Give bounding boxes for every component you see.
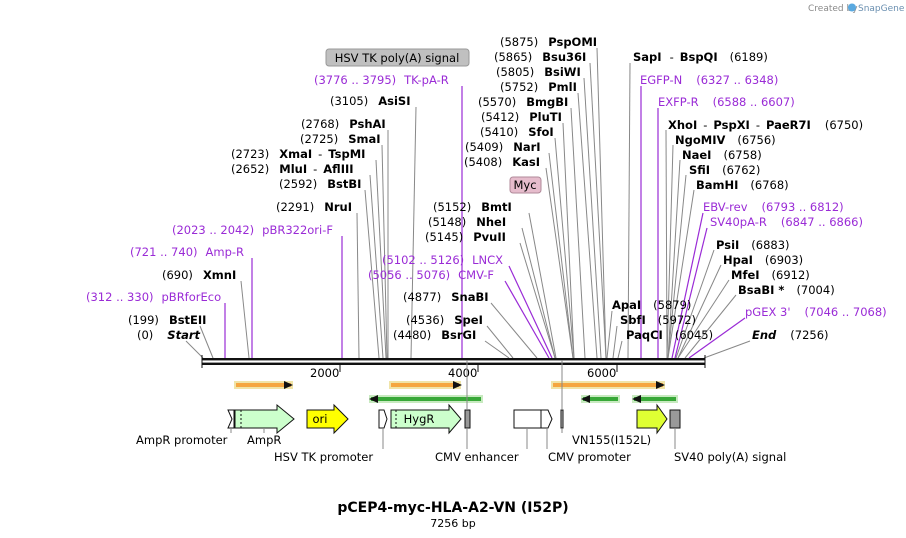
site-label: (3105)AsiSI [330,94,411,108]
site-label: SbfI(5972) [620,313,696,327]
orf-arrowhead [284,381,293,389]
site-label: PaqCI(6045) [626,328,713,342]
orf-bar [234,381,293,389]
orf-arrowhead [656,381,665,389]
primer-lines [224,86,746,359]
site-label: End(7256) [752,328,829,342]
site-label: (199)BstEII [128,313,206,327]
site-label: (5865)Bsu36I [494,50,586,64]
primer-label: EGFP-N(6327 .. 6348) [640,73,778,87]
myc-box [509,176,542,194]
sv40-polya-label: SV40 poly(A) signal [674,450,786,464]
site-label: (2723)XmaI-TspMI [231,147,365,161]
site-label: NgoMIV(6756) [675,133,776,147]
site-label: (5152)BmtI [433,200,512,214]
axis-tick-6000: 6000 [587,366,616,380]
site-label: (4536)SpeI [406,313,483,327]
features [227,403,681,435]
myc-tag-shape [560,409,564,429]
myc-boxed-label: Myc [513,178,536,192]
hsv-tk-promoter-shape [378,409,388,429]
credit-brand: SnapGene [858,4,905,14]
orf-arrowhead [369,395,378,403]
ampr-promoter-shape [227,409,235,429]
site-label: ApaI(5879) [612,298,691,312]
orf-bar [369,395,483,403]
site-label: (5875)PspOMI [500,35,597,49]
axis-tick-4000: 4000 [448,366,477,380]
leader-lines [185,47,751,359]
site-label: HpaI(6903) [723,253,803,267]
hygr-arrow [390,403,462,435]
site-label: (2291)NruI [276,200,352,214]
cmv-promoter-label: CMV promoter [548,450,631,464]
ori-arrow [306,403,349,435]
orf-bar [389,381,461,389]
credit-prefix: Created by [808,4,858,14]
ori-label: ori [313,412,328,426]
axis-tick-2000: 2000 [310,366,339,380]
hsv-polya-shape [464,409,471,429]
site-label: PsiI(6883) [716,238,790,252]
site-label: (5412)PluTI [481,110,562,124]
plasmid-size: 7256 bp [430,517,475,530]
primer-label: (5056 .. 5076)CMV-F [368,268,494,282]
primer-label: (5102 .. 5126)LNCX [382,253,503,267]
primer-label: EXFP-R(6588 .. 6607) [658,95,795,109]
orf-bars [234,381,678,403]
primer-label: pGEX 3'(7046 .. 7068) [745,305,887,319]
site-label: (4877)SnaBI [403,290,489,304]
site-label: (690)XmnI [162,268,236,282]
site-label: (2725)SmaI [300,132,381,146]
site-label: XhoI-PspXI-PaeR7I(6750) [668,118,863,132]
feature-leaders [230,360,676,449]
site-label: MfeI(6912) [731,268,810,282]
hygr-label: HygR [404,412,435,426]
cmv-enhancer-shape [513,409,542,429]
site-label: BamHI(6768) [696,178,789,192]
site-label: (5409)NarI [465,140,541,154]
site-label: (5148)NheI [428,215,506,229]
orf-arrowhead [632,395,641,403]
vn155-arrow [636,403,668,435]
primer-label: (721 .. 740)Amp-R [130,245,244,259]
hsv-tk-promoter-label: HSV TK promoter [274,450,373,464]
site-label: BsaBI *(7004) [738,283,835,297]
primer-label: (2023 .. 2042)pBR322ori-F [172,223,333,237]
site-label: SfiI(6762) [689,163,760,177]
site-label: (5570)BmgBI [478,95,568,109]
site-label: (5752)PmlI [500,80,577,94]
primer-label: (312 .. 330)pBRforEco [86,290,221,304]
ampr-label: AmpR [247,433,281,447]
ampr-promoter-label: AmpR promoter [136,433,228,447]
site-label: (4480)BsrGI [393,328,476,342]
ampr-arrow [234,403,295,435]
primer-label: EBV-rev(6793 .. 6812) [703,200,844,214]
plasmid-name: pCEP4-myc-HLA-A2-VN (I52P) [337,500,568,516]
site-label: (0)Start [137,328,201,342]
orf-arrowhead [453,381,462,389]
site-label: (2652)MluI-AflIII [231,162,354,176]
cmv-enhancer-label: CMV enhancer [435,450,519,464]
primer-label: SV40pA-R(6847 .. 6866) [710,215,863,229]
vn155-label: VN155(I152L) [572,433,651,447]
site-label: (2768)PshAI [301,117,386,131]
site-label: (5805)BsiWI [496,65,581,79]
site-label: (5145)PvuII [425,230,506,244]
sequence-axis: 2000 4000 6000 [201,355,706,380]
sv40-polya-shape [669,409,681,429]
site-label: SapI-BspQI(6189) [633,50,768,64]
hsv-polya-boxed-label: HSV TK poly(A) signal [335,51,460,65]
site-label: (5408)KasI [464,155,540,169]
site-label: (5410)SfoI [480,125,554,139]
orf-arrowhead [581,395,590,403]
snapgene-logo-icon [848,3,856,12]
site-label: NaeI(6758) [682,148,762,162]
primer-label: (3776 .. 3795)TK-pA-R [314,73,449,87]
site-label: (2592)BstBI [279,177,361,191]
cmv-promoter-shape [540,409,553,429]
orf-bar [551,381,665,389]
hsv-polya-box [325,48,470,67]
